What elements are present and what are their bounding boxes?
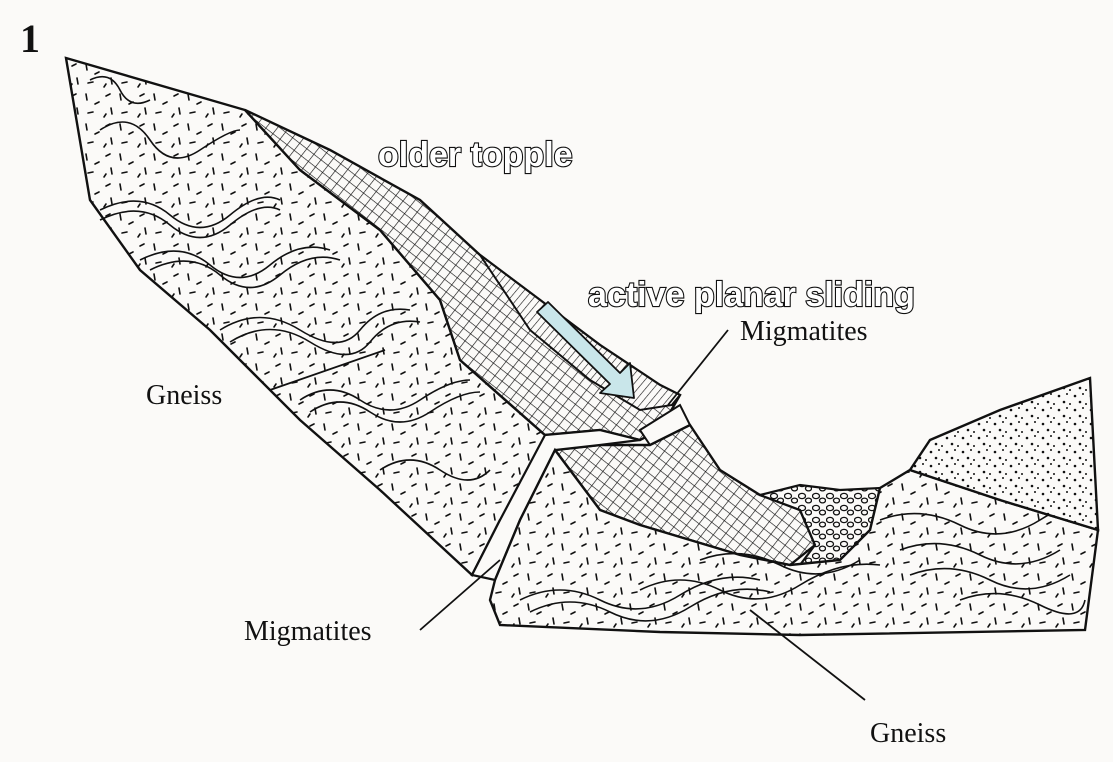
label-migmatites-lower: Migmatites <box>244 616 372 647</box>
leader-migmatites-lower <box>420 560 500 630</box>
label-migmatites-upper: Migmatites <box>740 316 868 347</box>
label-active-planar-sliding: active planar sliding <box>588 276 915 314</box>
label-gneiss-lower: Gneiss <box>870 718 946 749</box>
label-older-topple: older topple <box>378 136 573 174</box>
figure-number: 1 <box>20 16 40 61</box>
leader-migmatites-upper <box>668 330 728 405</box>
label-gneiss-left: Gneiss <box>146 380 222 411</box>
